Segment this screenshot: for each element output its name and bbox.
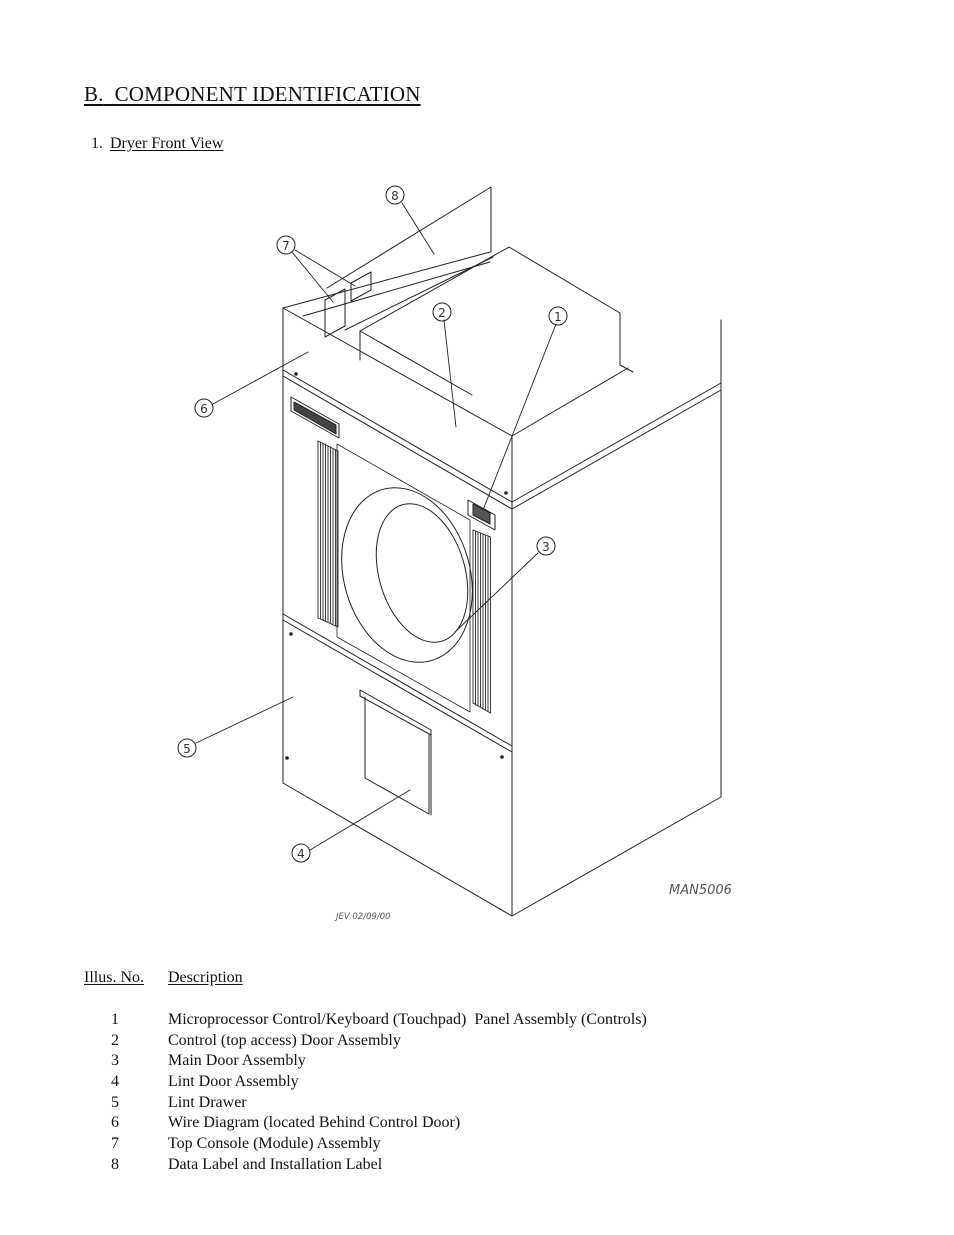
component-legend: 1 Microprocessor Control/Keyboard (Touch… — [0, 1010, 954, 1176]
callout-3: 3 — [536, 536, 556, 556]
callout-6: 6 — [194, 398, 214, 418]
legend-item-description: Wire Diagram (located Behind Control Doo… — [168, 1114, 461, 1132]
drafter-stamp: JEV 02/09/00 — [334, 912, 391, 922]
callout-4: 4 — [291, 843, 311, 863]
legend-header-description: Description — [168, 969, 243, 986]
callout-3-label: 3 — [542, 540, 550, 554]
legend-row: 3 Main Door Assembly — [0, 1051, 954, 1072]
control-keypad — [467, 499, 496, 531]
legend-item-number: 4 — [111, 1073, 119, 1091]
callout-5-label: 5 — [183, 742, 191, 756]
legend-row: 5 Lint Drawer — [0, 1093, 954, 1114]
callout-5: 5 — [177, 738, 197, 758]
legend-header-number: Illus. No. — [84, 969, 144, 986]
dryer-body — [282, 307, 722, 917]
legend-row: 6 Wire Diagram (located Behind Control D… — [0, 1113, 954, 1134]
legend-row: 8 Data Label and Installation Label — [0, 1155, 954, 1176]
section-title: B. COMPONENT IDENTIFICATION — [84, 82, 421, 107]
legend-item-number: 5 — [111, 1093, 119, 1111]
callout-8-label: 8 — [391, 189, 399, 203]
left-louver — [317, 440, 339, 628]
legend-item-description: Main Door Assembly — [168, 1052, 306, 1070]
callout-1: 1 — [548, 306, 568, 326]
legend-item-number: 1 — [111, 1011, 119, 1028]
callout-7-label: 7 — [282, 239, 290, 253]
callout-6-label: 6 — [200, 402, 208, 416]
legend-row: 1 Microprocessor Control/Keyboard (Touch… — [0, 1010, 954, 1031]
legend-item-description: Microprocessor Control/Keyboard (Touchpa… — [168, 1011, 647, 1028]
section-letter: B. — [84, 82, 104, 106]
legend-item-number: 6 — [111, 1114, 119, 1132]
legend-item-number: 3 — [111, 1052, 119, 1070]
subsection-number: 1. — [91, 135, 103, 152]
drawing-id: MAN5006 — [669, 883, 732, 898]
legend-item-description: Lint Door Assembly — [168, 1073, 299, 1091]
subsection-title: Dryer Front View — [110, 135, 224, 152]
subsection-heading: 1. Dryer Front View — [91, 135, 223, 153]
dryer-front-view-drawing: 8 7 2 1 6 3 5 4 MAN5006 JEV 02/09/00 — [177, 185, 732, 922]
lint-door — [359, 689, 432, 816]
data-label-board — [326, 186, 492, 289]
legend-item-description: Top Console (Module) Assembly — [168, 1135, 381, 1153]
callout-leaders — [195, 202, 557, 851]
callout-8: 8 — [385, 185, 405, 205]
legend-row: 2 Control (top access) Door Assembly — [0, 1031, 954, 1052]
legend-item-description: Control (top access) Door Assembly — [168, 1031, 401, 1049]
legend-item-number: 8 — [111, 1155, 119, 1173]
callout-2: 2 — [432, 302, 452, 322]
legend-row: 4 Lint Door Assembly — [0, 1072, 954, 1093]
brand-plate — [290, 396, 340, 439]
top-rails — [282, 251, 634, 437]
legend-row: 7 Top Console (Module) Assembly — [0, 1134, 954, 1155]
callout-7: 7 — [276, 235, 296, 255]
section-title-text: COMPONENT IDENTIFICATION — [114, 82, 421, 106]
legend-item-number: 7 — [111, 1135, 119, 1153]
legend-item-number: 2 — [111, 1031, 119, 1049]
top-console-box — [359, 246, 621, 396]
legend-item-description: Lint Drawer — [168, 1093, 247, 1111]
right-louver — [472, 529, 491, 714]
callout-2-label: 2 — [438, 306, 446, 320]
callout-4-label: 4 — [297, 847, 305, 861]
callout-1-label: 1 — [554, 310, 562, 324]
main-door — [336, 443, 473, 713]
legend-item-description: Data Label and Installation Label — [168, 1155, 383, 1173]
